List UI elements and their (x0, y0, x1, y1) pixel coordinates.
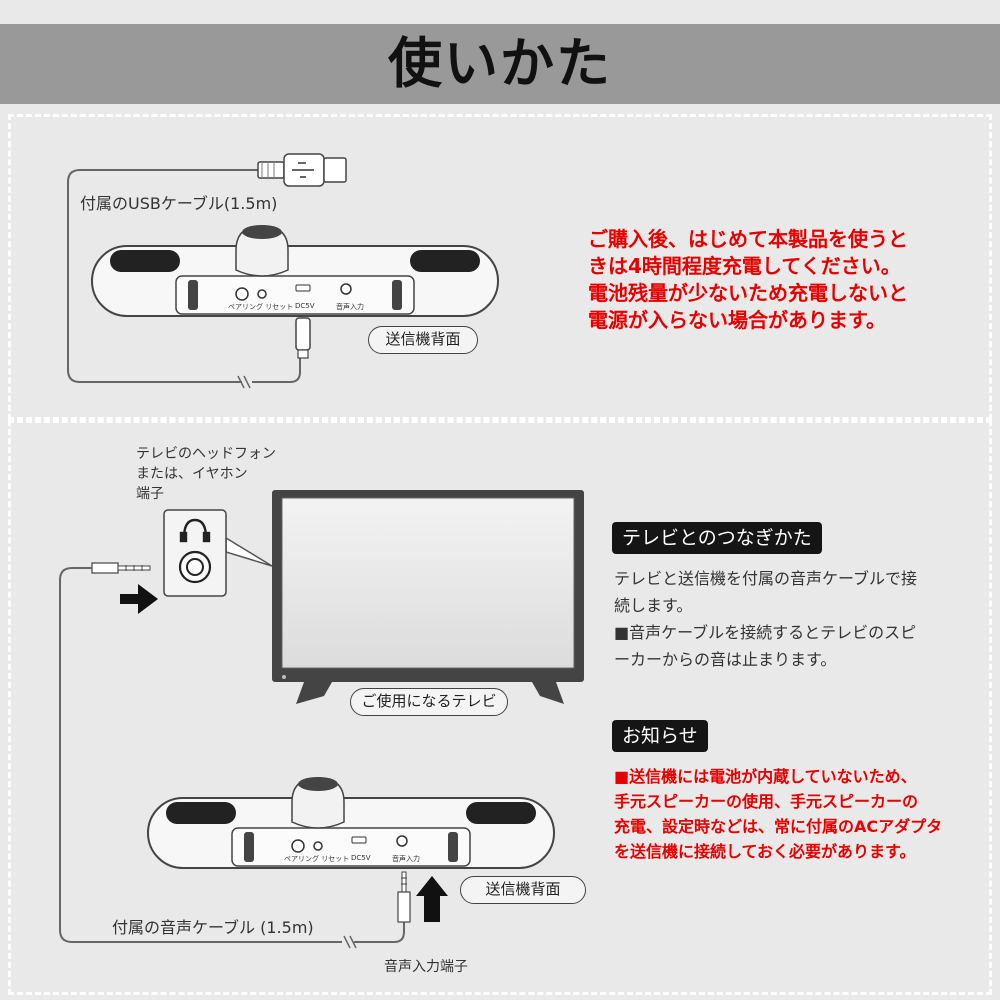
audio-plug-left (91, 562, 151, 574)
notice-line: 電源が入らない場合があります。 (588, 308, 886, 332)
usb-cable-label: 付属のUSBケーブル(1.5m) (80, 194, 278, 213)
callout-wedge (225, 536, 273, 567)
port-label-pairing-reset: ペアリング リセット (228, 303, 294, 311)
tv-illustration (272, 490, 584, 704)
bottom-port-label-audio-in: 音声入力 (392, 855, 420, 863)
audio-input-terminal-label: 音声入力端子 (384, 959, 468, 975)
connect-text-line: テレビと送信機を付属の音声ケーブルで接 (614, 569, 918, 588)
notice-line: きは4時間程度充電してください。 (588, 254, 901, 278)
usb-plug-icon (257, 153, 347, 187)
top-charge-notice: ご購入後、はじめて本製品を使うと きは4時間程度充電してください。 電池残量が少… (588, 226, 908, 334)
notice-line: 充電、設定時などは、常に付属のACアダプタ (614, 817, 943, 836)
tv-jack-label-line: または、イヤホン (136, 466, 248, 482)
page-title: 使いかた (388, 32, 612, 95)
notice-line: を送信機に接続しておく必要があります。 (614, 842, 916, 861)
connect-text-line: 続します。 (614, 596, 693, 615)
top-device-back-label: 送信機背面 (368, 326, 478, 354)
tv-jack-label: テレビのヘッドフォン または、イヤホン 端子 (136, 444, 276, 504)
bottom-ac-adapter-notice: ■送信機には電池が内蔵していないため、 手元スピーカーの使用、手元スピーカーの … (614, 764, 942, 864)
headphone-jack-box (163, 509, 227, 597)
notice-line: 手元スピーカーの使用、手元スピーカーの (614, 792, 919, 811)
header-bar (0, 24, 1000, 104)
tv-jack-label-line: テレビのヘッドフォン (136, 446, 276, 462)
top-transmitter-device (91, 225, 499, 359)
bottom-port-label-pairing-reset: ペアリング リセット (284, 855, 350, 863)
notice-heading: お知らせ (612, 720, 708, 752)
connect-text-line: ーカーからの音は止まります。 (614, 650, 837, 669)
usb-cable (67, 169, 301, 389)
notice-line: 電池残量が少ないため充電しないと (588, 281, 908, 305)
top-section-frame (8, 114, 992, 420)
notice-line: ■送信機には電池が内蔵していないため、 (614, 767, 917, 786)
tv-jack-label-line: 端子 (136, 486, 164, 502)
audio-cable (59, 567, 405, 949)
arrow-up-icon (416, 876, 448, 922)
connect-text-line: ■音声ケーブルを接続するとテレビのスピ (614, 623, 917, 642)
arrow-right-icon (120, 584, 158, 614)
bottom-section-frame (8, 420, 992, 995)
port-label-dc5v: DC5V (295, 302, 315, 310)
bottom-port-label-dc5v: DC5V (351, 854, 371, 862)
notice-line: ご購入後、はじめて本製品を使うと (588, 227, 908, 251)
connect-instructions: テレビと送信機を付属の音声ケーブルで接 続します。 ■音声ケーブルを接続するとテ… (614, 565, 917, 673)
bottom-device-back-label: 送信機背面 (460, 876, 586, 904)
audio-cable-label: 付属の音声ケーブル (1.5m) (112, 918, 314, 937)
bottom-transmitter-device (147, 777, 555, 869)
headphone-icon (179, 518, 211, 543)
port-label-audio-in: 音声入力 (336, 303, 364, 311)
connect-heading: テレビとのつなぎかた (612, 522, 822, 554)
tv-label: ご使用になるテレビ (350, 688, 508, 716)
audio-plug-bottom (397, 871, 411, 923)
